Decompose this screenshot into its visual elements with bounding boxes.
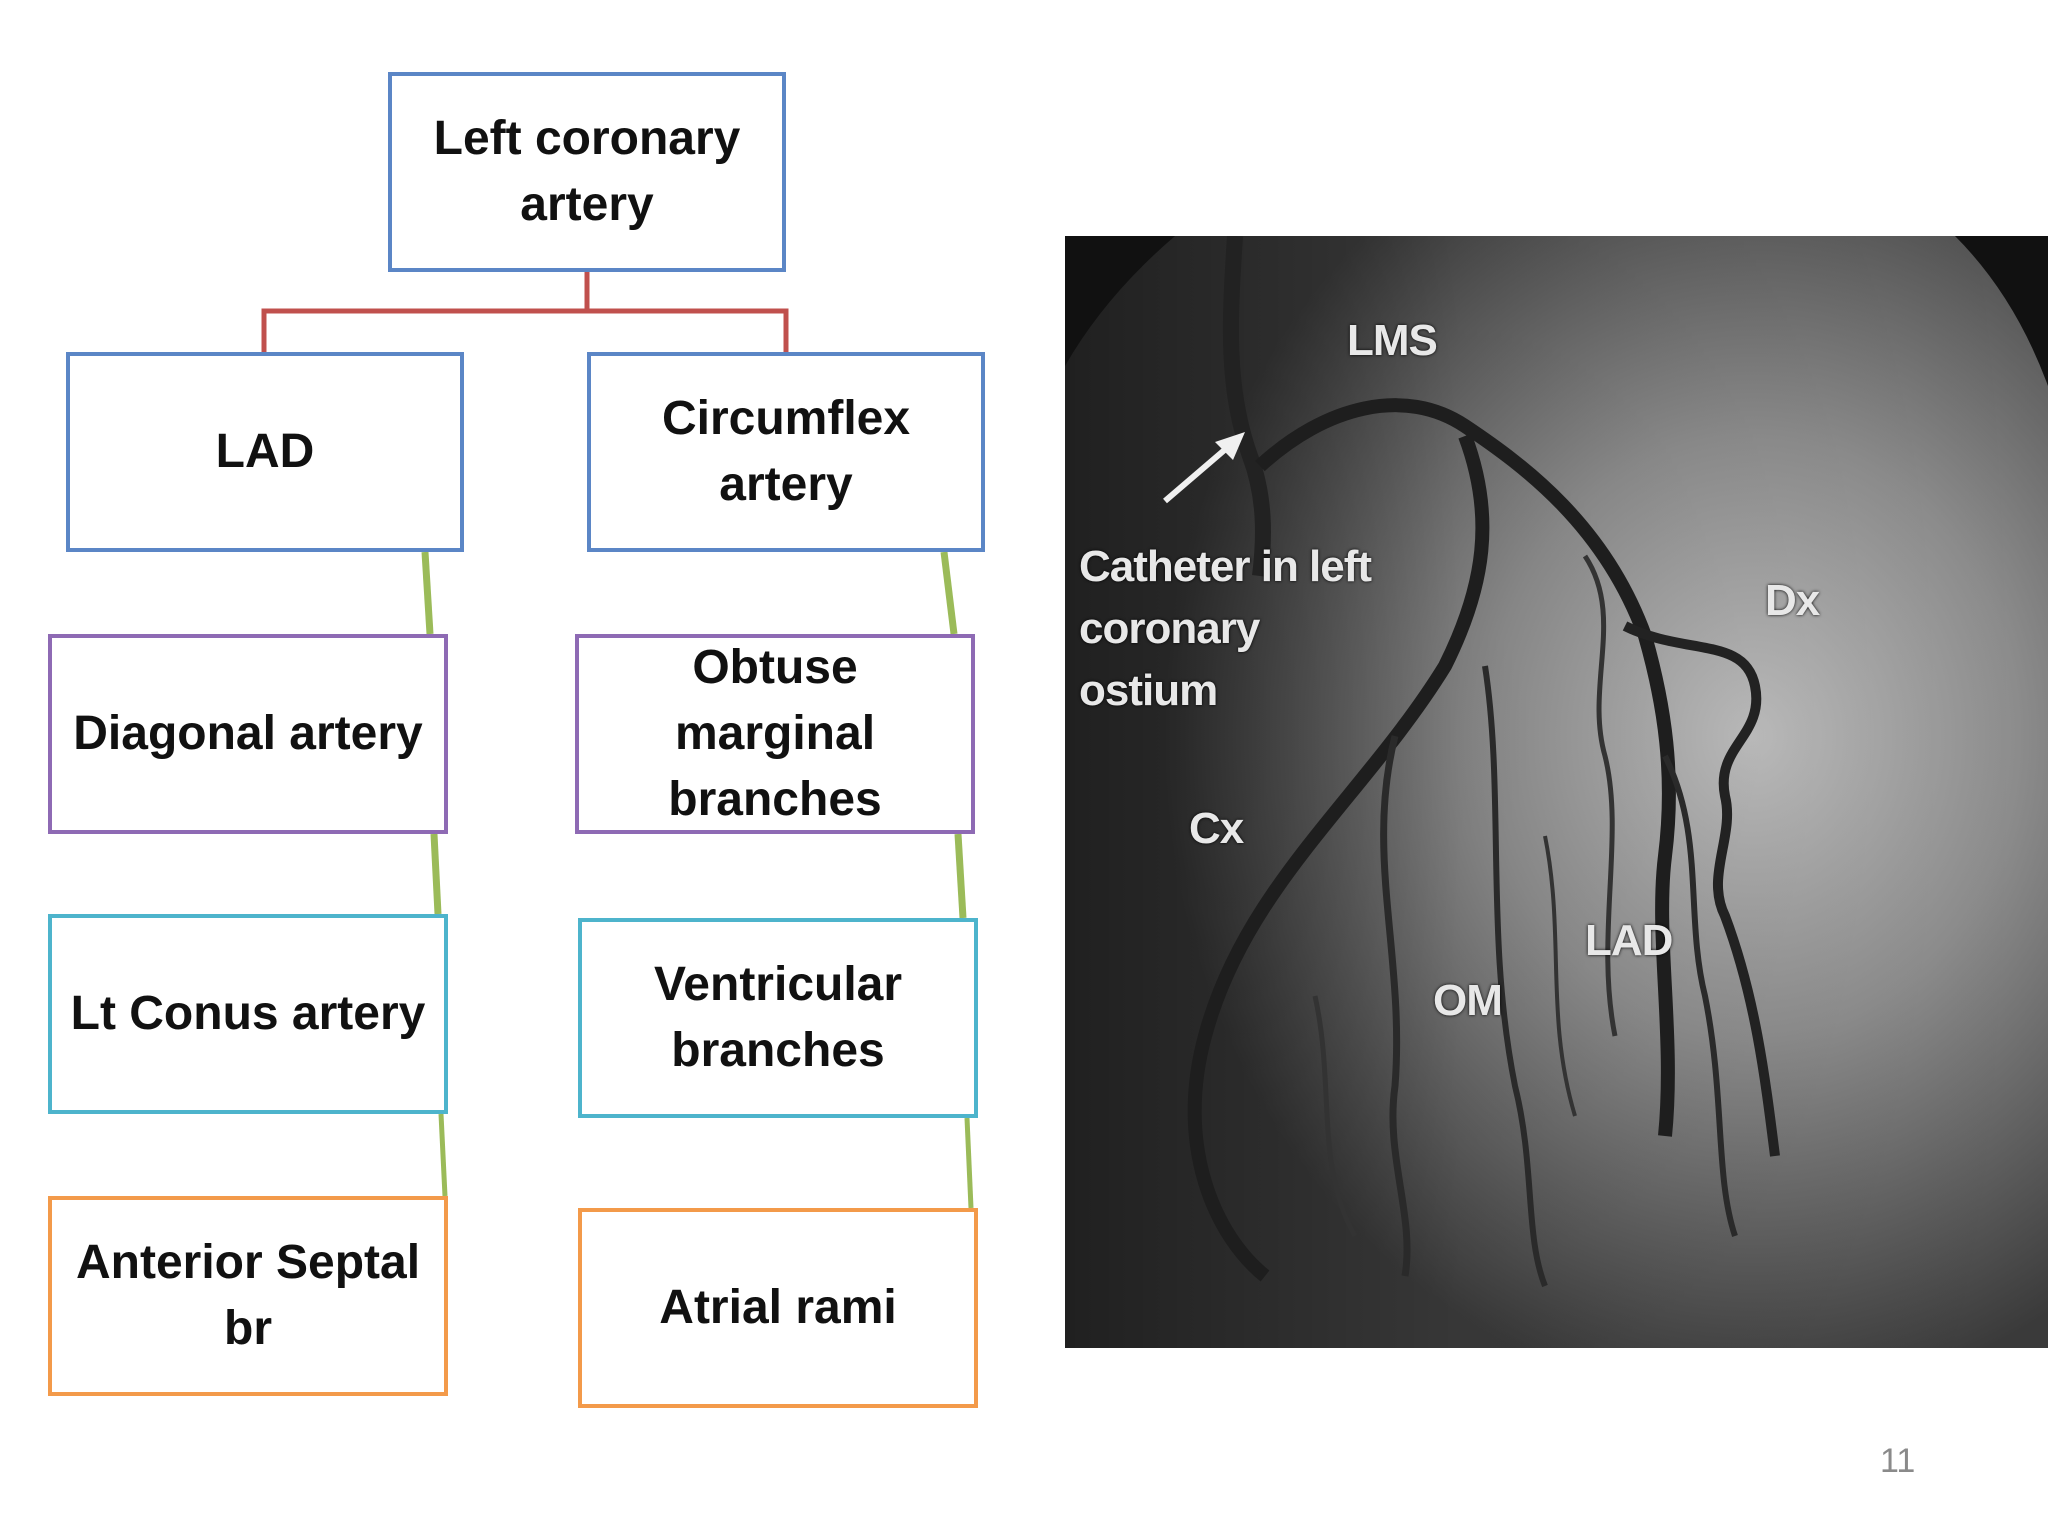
conus-to-septal-connector <box>438 1113 448 1197</box>
lad-to-diagonal-connector <box>421 551 434 635</box>
obtuse-to-ventricular-connector <box>954 833 967 919</box>
ventricular-to-atrial-connector <box>964 1117 974 1209</box>
dx-label: Dx <box>1765 576 1820 625</box>
circumflex-node-box: Circumflex artery <box>587 352 985 552</box>
root-node-label: Left coronary artery <box>433 112 741 231</box>
ventricular-branches-box: Ventricular branches <box>578 918 978 1118</box>
diagonal-artery-label: Diagonal artery <box>73 707 423 760</box>
catheter-label: Catheter in left coronary ostium <box>1079 542 1372 715</box>
catheter-arrow <box>1163 438 1237 504</box>
lt-conus-box: Lt Conus artery <box>48 914 448 1114</box>
anterior-septal-label: Anterior Septal br <box>75 1236 421 1355</box>
anterior-septal-box: Anterior Septal br <box>48 1196 448 1396</box>
page-number: 11 <box>1880 1442 1916 1480</box>
coronary-angiogram-image: LMS Catheter in left coronary ostium Dx … <box>1065 236 2048 1348</box>
lms-label: LMS <box>1347 316 1438 365</box>
lad-node-label: LAD <box>215 425 315 478</box>
diagonal-to-conus-connector <box>430 833 442 915</box>
lad-image-label: LAD <box>1585 916 1673 965</box>
om-label: OM <box>1433 976 1503 1025</box>
obtuse-marginal-label: Obtuse marginal branches <box>668 641 882 826</box>
lad-node-box: LAD <box>66 352 464 552</box>
root-to-lad-connector <box>261 272 590 352</box>
obtuse-marginal-box: Obtuse marginal branches <box>575 634 975 834</box>
angiogram-artwork <box>1065 236 2048 1348</box>
cx-label: Cx <box>1189 804 1244 853</box>
lt-conus-label: Lt Conus artery <box>70 987 426 1040</box>
circumflex-to-obtuse-connector <box>940 551 958 635</box>
atrial-rami-box: Atrial rami <box>578 1208 978 1408</box>
atrial-rami-label: Atrial rami <box>659 1281 897 1334</box>
root-node-box: Left coronary artery <box>388 72 786 272</box>
root-to-circumflex-connector <box>587 308 789 352</box>
circumflex-node-label: Circumflex artery <box>661 392 911 511</box>
ventricular-branches-label: Ventricular branches <box>653 958 903 1077</box>
diagonal-artery-box: Diagonal artery <box>48 634 448 834</box>
